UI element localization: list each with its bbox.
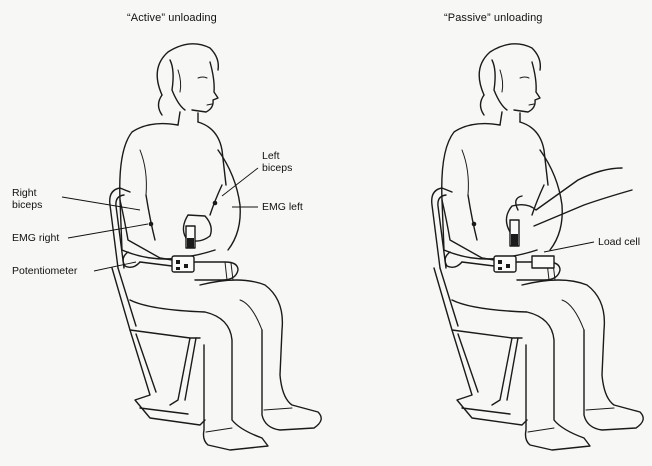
label-emg-right: EMG right <box>12 232 59 244</box>
hand-with-weight <box>183 215 211 248</box>
label-right-biceps: Right biceps <box>12 187 42 211</box>
active-title: “Active” unloading <box>127 12 217 24</box>
leader-left-biceps <box>222 168 258 196</box>
passive-title: “Passive” unloading <box>444 12 543 24</box>
electrode-right <box>149 222 154 227</box>
label-load-cell: Load cell <box>598 236 640 248</box>
experimenter-hand <box>506 168 632 246</box>
label-potentiometer: Potentiometer <box>12 265 77 277</box>
active-panel-figure <box>62 44 321 450</box>
label-emg-left: EMG left <box>262 201 303 213</box>
leader-potentiometer <box>94 262 136 271</box>
electrode-right <box>472 222 477 227</box>
electrode-left <box>213 201 218 206</box>
leader-emg-right <box>68 224 148 238</box>
label-left-biceps: Left biceps <box>262 150 292 174</box>
leader-right-biceps <box>62 197 140 210</box>
load-cell-box <box>532 256 554 268</box>
